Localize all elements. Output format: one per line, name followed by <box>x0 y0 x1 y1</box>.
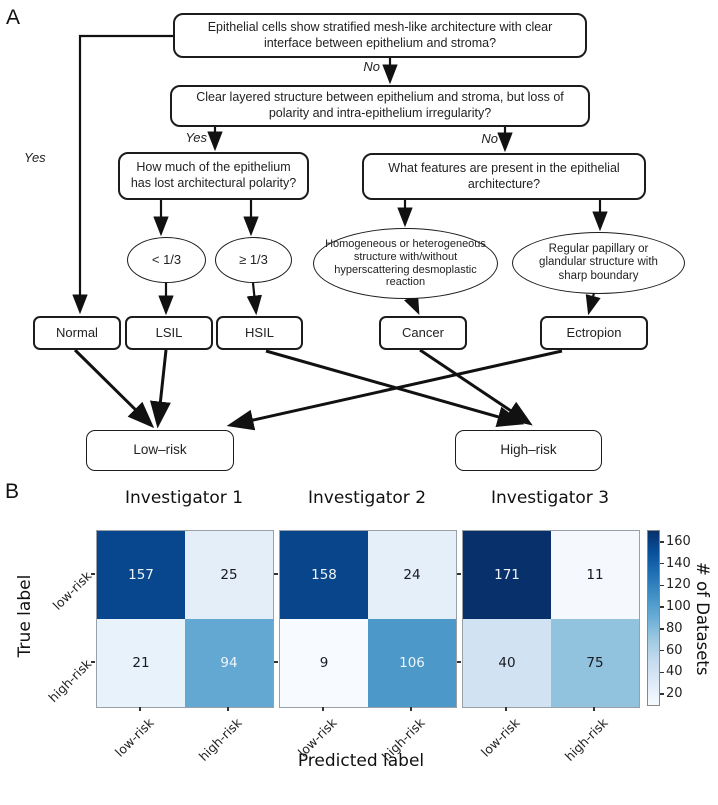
edge-label-no-mid: No <box>481 131 498 146</box>
outcome-ectropion: Ectropion <box>540 316 648 350</box>
outcome-hsil: HSIL <box>216 316 303 350</box>
y-tick-mark <box>274 573 278 575</box>
outcome-normal: Normal <box>33 316 121 350</box>
matrix-cell-value: 24 <box>368 531 456 619</box>
x-tick-mark <box>410 707 412 711</box>
x-tick-mark <box>322 707 324 711</box>
colorbar-tick-label: 60 <box>666 642 683 658</box>
matrix-cell-value: 157 <box>97 531 185 619</box>
colorbar-tick-label: 100 <box>666 599 691 615</box>
matrix-title-investigator-1: Investigator 1 <box>124 488 244 508</box>
ellipse-ge-one-third: ≥ 1/3 <box>215 237 292 283</box>
matrix-cell-value: 25 <box>185 531 273 619</box>
x-tick-label: low-risk <box>111 715 157 760</box>
colorbar-tick-mark <box>660 606 664 608</box>
colorbar-tick-mark <box>660 671 664 674</box>
ellipse-cancer-features: Homogeneous or heterogeneous structure w… <box>313 228 498 299</box>
colorbar-tick-mark <box>660 584 664 587</box>
matrix-title-investigator-2: Investigator 2 <box>307 488 427 508</box>
panel-a-label: A <box>6 6 21 29</box>
x-tick-mark <box>139 707 141 711</box>
matrix-cell-value: 158 <box>280 531 368 619</box>
matrix-title-investigator-3: Investigator 3 <box>490 488 610 508</box>
y-tick-label: high-risk <box>45 656 95 706</box>
colorbar-tick-label: 40 <box>666 664 683 680</box>
y-tick-mark <box>91 661 95 663</box>
colorbar-tick-label: 80 <box>666 620 683 636</box>
edge-label-yes-left: Yes <box>24 150 46 165</box>
colorbar-tick-mark <box>660 649 664 652</box>
y-tick-mark <box>274 661 278 663</box>
matrix-cell-value: 94 <box>185 619 273 707</box>
question-layered-structure: Clear layered structure between epitheli… <box>170 85 590 127</box>
risk-low: Low–risk <box>86 430 234 471</box>
colorbar-tick-label: 120 <box>666 577 691 593</box>
x-tick-label: high-risk <box>561 715 611 764</box>
edge-label-no-top: No <box>363 59 380 74</box>
matrix-cell-value: 75 <box>551 619 639 707</box>
colorbar-tick-mark <box>660 541 664 543</box>
colorbar-tick-label: 20 <box>666 686 683 702</box>
risk-high: High–risk <box>455 430 602 471</box>
outcome-lsil: LSIL <box>125 316 213 350</box>
colorbar-tick-mark <box>660 693 664 695</box>
y-tick-mark <box>91 573 95 575</box>
matrix-cell-value: 40 <box>463 619 551 707</box>
y-axis-label: True label <box>15 574 35 658</box>
matrix-cell-value: 106 <box>368 619 456 707</box>
colorbar-label: # of Datasets <box>693 562 712 676</box>
panel-b-label: B <box>5 480 20 503</box>
x-tick-mark <box>593 707 595 711</box>
question-lost-polarity: How much of the epithelium has lost arch… <box>118 152 309 200</box>
outcome-cancer: Cancer <box>379 316 467 350</box>
colorbar <box>647 530 660 706</box>
colorbar-tick-mark <box>660 628 664 630</box>
colorbar-tick-label: 140 <box>666 555 691 571</box>
x-tick-mark <box>227 707 229 711</box>
x-axis-label: Predicted label <box>297 751 425 771</box>
edge-label-yes-mid: Yes <box>185 130 207 145</box>
ellipse-ectropion-features: Regular papillary or glandular structure… <box>512 232 685 294</box>
matrix-cell-value: 11 <box>551 531 639 619</box>
y-tick-mark <box>457 573 461 575</box>
x-tick-label: high-risk <box>195 715 245 764</box>
y-tick-label: low-risk <box>49 568 95 613</box>
matrix-cell-value: 21 <box>97 619 185 707</box>
question-stratified-mesh: Epithelial cells show stratified mesh-li… <box>173 13 587 58</box>
question-features-present: What features are present in the epithel… <box>362 153 646 200</box>
colorbar-tick-label: 160 <box>666 533 691 549</box>
matrix-cell-value: 9 <box>280 619 368 707</box>
x-tick-mark <box>505 707 507 711</box>
ellipse-lt-one-third: < 1/3 <box>127 237 206 283</box>
colorbar-tick-mark <box>660 562 664 565</box>
matrix-cell-value: 171 <box>463 531 551 619</box>
y-tick-mark <box>457 661 461 663</box>
x-tick-label: low-risk <box>477 715 523 760</box>
